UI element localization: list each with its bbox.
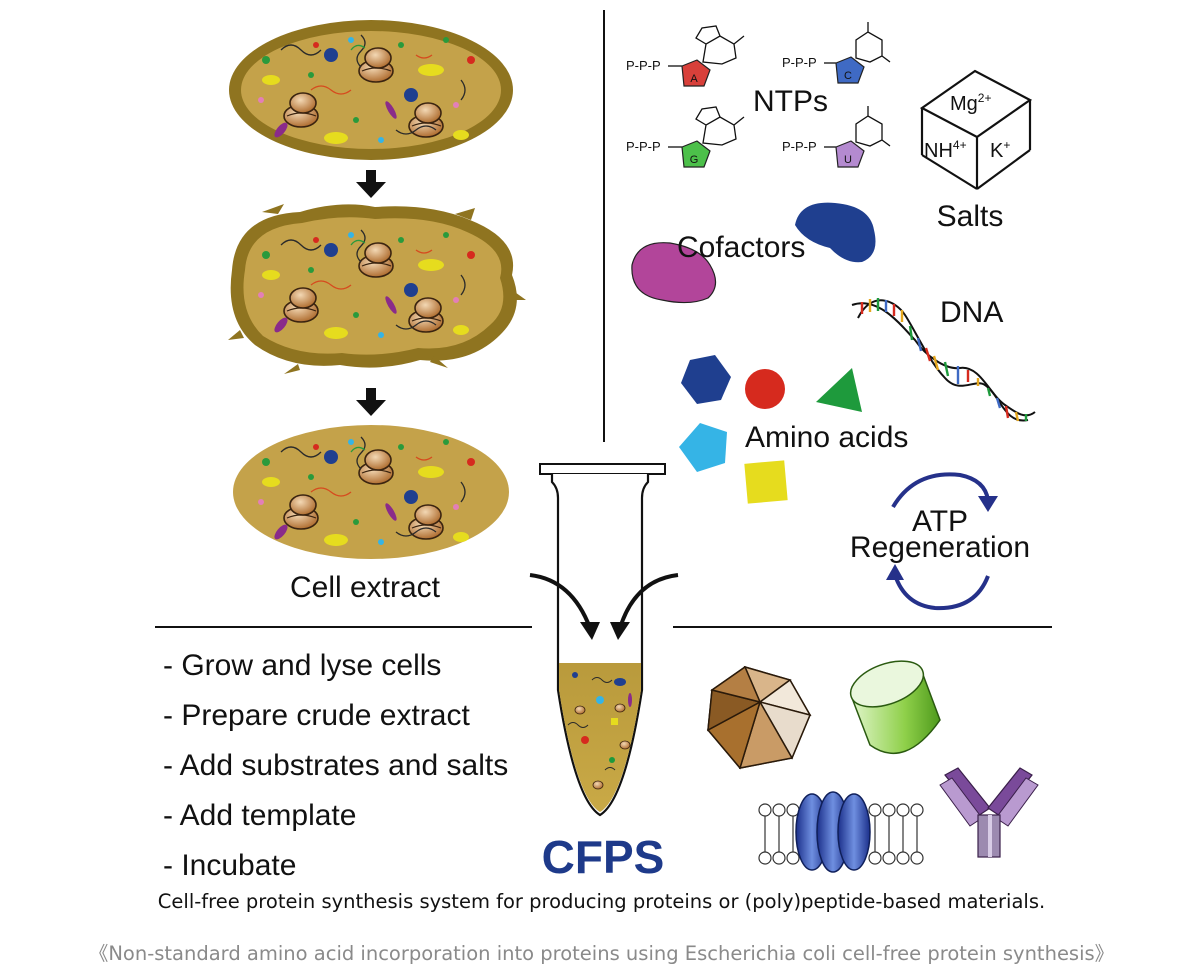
- circle-amino-acid: [745, 369, 785, 409]
- ntp-c: P-P-P C: [782, 22, 891, 84]
- pentagon-amino-acid: [679, 423, 727, 472]
- atp-arrowhead-bottom: [886, 564, 904, 580]
- svg-text:U: U: [844, 154, 852, 166]
- svg-text:A: A: [690, 73, 698, 85]
- antibody: [939, 767, 1039, 858]
- k-ion: K+: [990, 138, 1010, 162]
- step-4: - Add template: [163, 799, 356, 832]
- salts-label: Salts: [937, 200, 1004, 233]
- salts-cube: [919, 69, 1033, 190]
- atp-cycle-arrows: [891, 472, 990, 611]
- nh4-ion: NH4+: [924, 138, 967, 162]
- ntp-g: P-P-P G: [626, 106, 745, 168]
- svg-text:P-P-P: P-P-P: [782, 139, 817, 154]
- cell-extract-label: Cell extract: [290, 571, 441, 604]
- cofactors-label: Cofactors: [677, 231, 805, 264]
- square-amino-acid: [744, 460, 788, 504]
- cofactor-blob-blue: [795, 202, 876, 263]
- lysed-cell: [228, 204, 526, 374]
- svg-text:P-P-P: P-P-P: [626, 139, 661, 154]
- step-2: - Prepare crude extract: [163, 699, 470, 732]
- down-arrow-2: [356, 388, 386, 416]
- polyhedral-capsid: [706, 665, 812, 770]
- ntp-a: P-P-P A: [626, 25, 745, 87]
- source-citation: 《Non-standard amino acid incorporation i…: [88, 942, 1115, 965]
- amino-acids-label: Amino acids: [745, 421, 908, 454]
- cofactor-blob-magenta: [631, 242, 717, 304]
- atp-arrowhead-top: [978, 496, 998, 512]
- regeneration-label: Regeneration: [850, 531, 1030, 564]
- atp-label: ATP: [912, 505, 968, 538]
- cfps-label: CFPS: [542, 831, 665, 883]
- step-1: - Grow and lyse cells: [163, 649, 441, 682]
- down-arrow-1: [356, 170, 386, 198]
- cell-extract: [233, 425, 509, 559]
- ntp-u: P-P-P U: [782, 106, 891, 168]
- mg-ion: Mg2+: [950, 91, 991, 115]
- svg-text:G: G: [690, 154, 699, 166]
- dna-helix: [851, 298, 1036, 422]
- svg-text:P-P-P: P-P-P: [782, 55, 817, 70]
- triphosphate-label: P-P-P: [626, 58, 661, 73]
- ntps-label: NTPs: [753, 85, 828, 118]
- figure-caption: Cell-free protein synthesis system for p…: [157, 890, 1046, 913]
- step-3: - Add substrates and salts: [163, 749, 508, 782]
- input-arrows: [529, 573, 679, 640]
- membrane-protein: [758, 791, 924, 873]
- dna-label: DNA: [940, 296, 1003, 329]
- hexagon-amino-acid: [681, 355, 731, 404]
- svg-text:C: C: [844, 70, 852, 82]
- green-cylinder: [849, 660, 941, 754]
- step-5: - Incubate: [163, 849, 296, 882]
- reaction-tube: [539, 463, 666, 817]
- intact-cell: [229, 20, 513, 160]
- triangle-amino-acid: [816, 368, 862, 412]
